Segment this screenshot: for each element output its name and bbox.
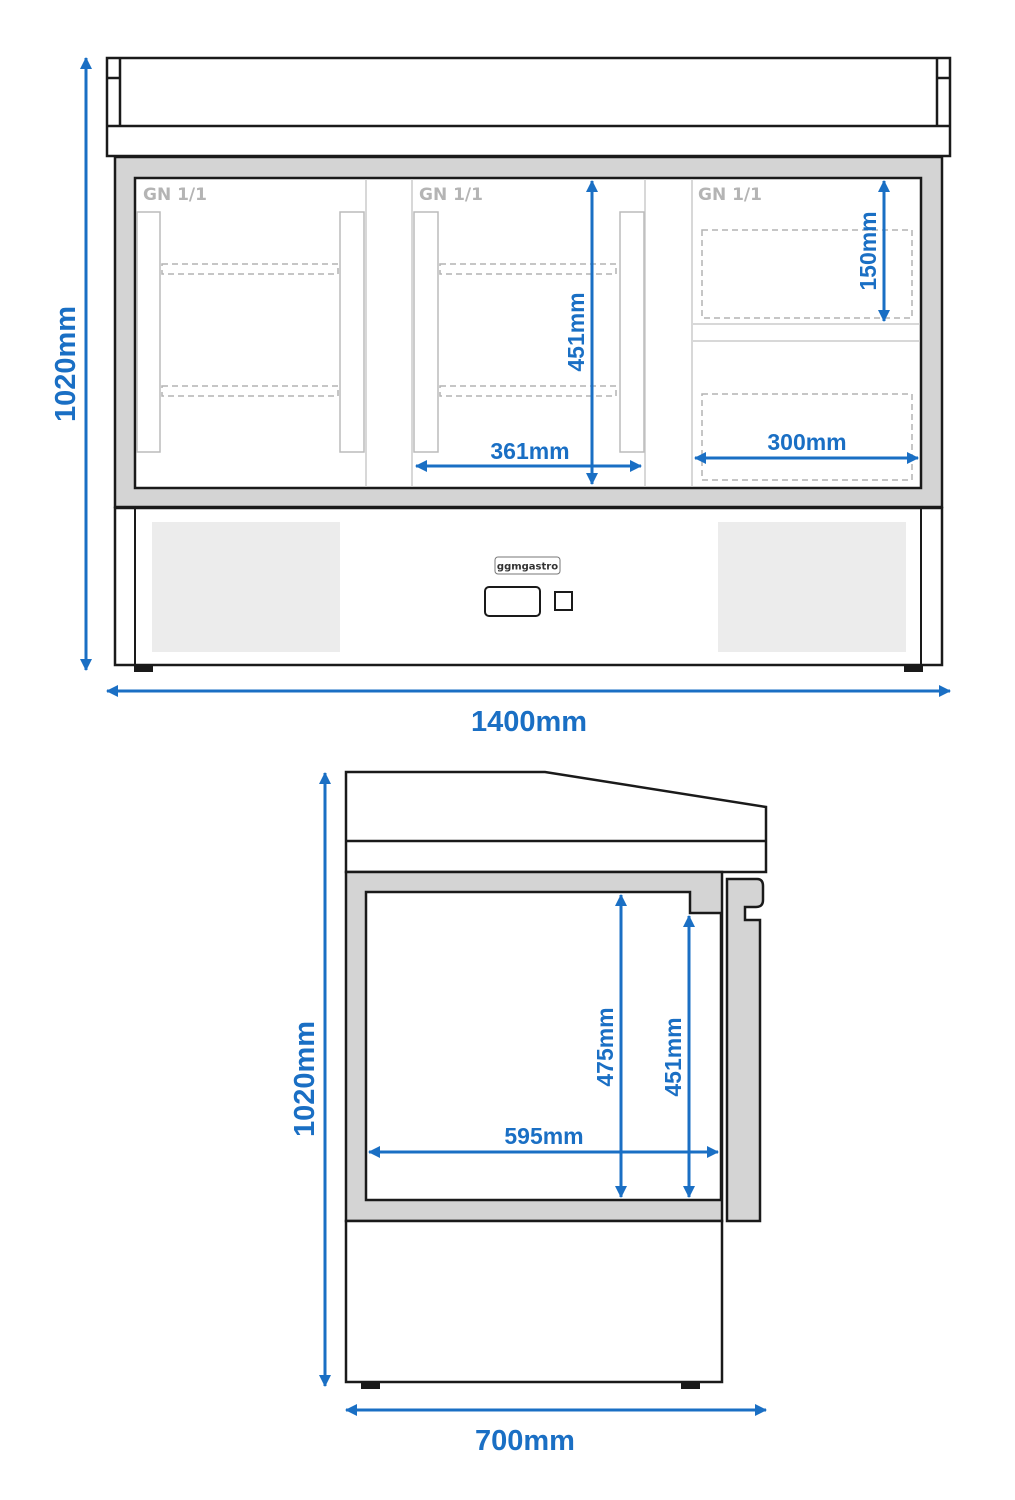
gn-label-1: GN 1/1: [143, 185, 207, 205]
side-height-label: 1020mm: [289, 1021, 321, 1137]
front-cooling-well: [133, 176, 923, 490]
front-width-label: 1400mm: [471, 706, 587, 738]
side-door-handle: [725, 877, 765, 1223]
vent-panel-right: [718, 522, 906, 652]
front-feet: [134, 664, 923, 672]
gn-label-2: GN 1/1: [419, 185, 483, 205]
container-separators: [365, 179, 920, 487]
inner-depth-label: 595mm: [504, 1123, 583, 1149]
side-view: [344, 770, 768, 1389]
side-feet: [361, 1381, 700, 1389]
front-glass-hood: [105, 56, 952, 158]
vent-panel-left: [152, 522, 340, 652]
inner-height-label: 475mm: [592, 1007, 618, 1086]
container-width-label: 361mm: [490, 438, 569, 464]
side-container-height-label: 451mm: [660, 1017, 686, 1096]
side-cooling-well: [364, 890, 723, 1202]
front-dimensions: 1020mm 1400mm 451mm 361mm 300mm 150mm: [50, 57, 951, 738]
dashed-gn-containers: [161, 229, 913, 481]
side-dimensions: 1020mm 700mm 475mm 451mm 595mm: [289, 772, 767, 1457]
temperature-display: [484, 586, 541, 617]
container-rails: [136, 211, 645, 453]
front-view: GN 1/1 GN 1/1 GN 1/1 ggmgastro: [105, 56, 952, 672]
small-container-width-label: 300mm: [767, 429, 846, 455]
gn-label-3: GN 1/1: [698, 185, 762, 205]
power-switch: [554, 591, 573, 611]
brand-label: ggmgastro: [497, 562, 558, 573]
side-lower-cabinet: [344, 1219, 724, 1384]
brand-badge: ggmgastro: [494, 556, 561, 575]
side-hood: [344, 770, 768, 874]
small-container-height-label: 150mm: [855, 211, 881, 290]
container-height-label: 451mm: [563, 292, 589, 371]
front-height-label: 1020mm: [50, 306, 82, 422]
side-depth-label: 700mm: [475, 1425, 575, 1457]
